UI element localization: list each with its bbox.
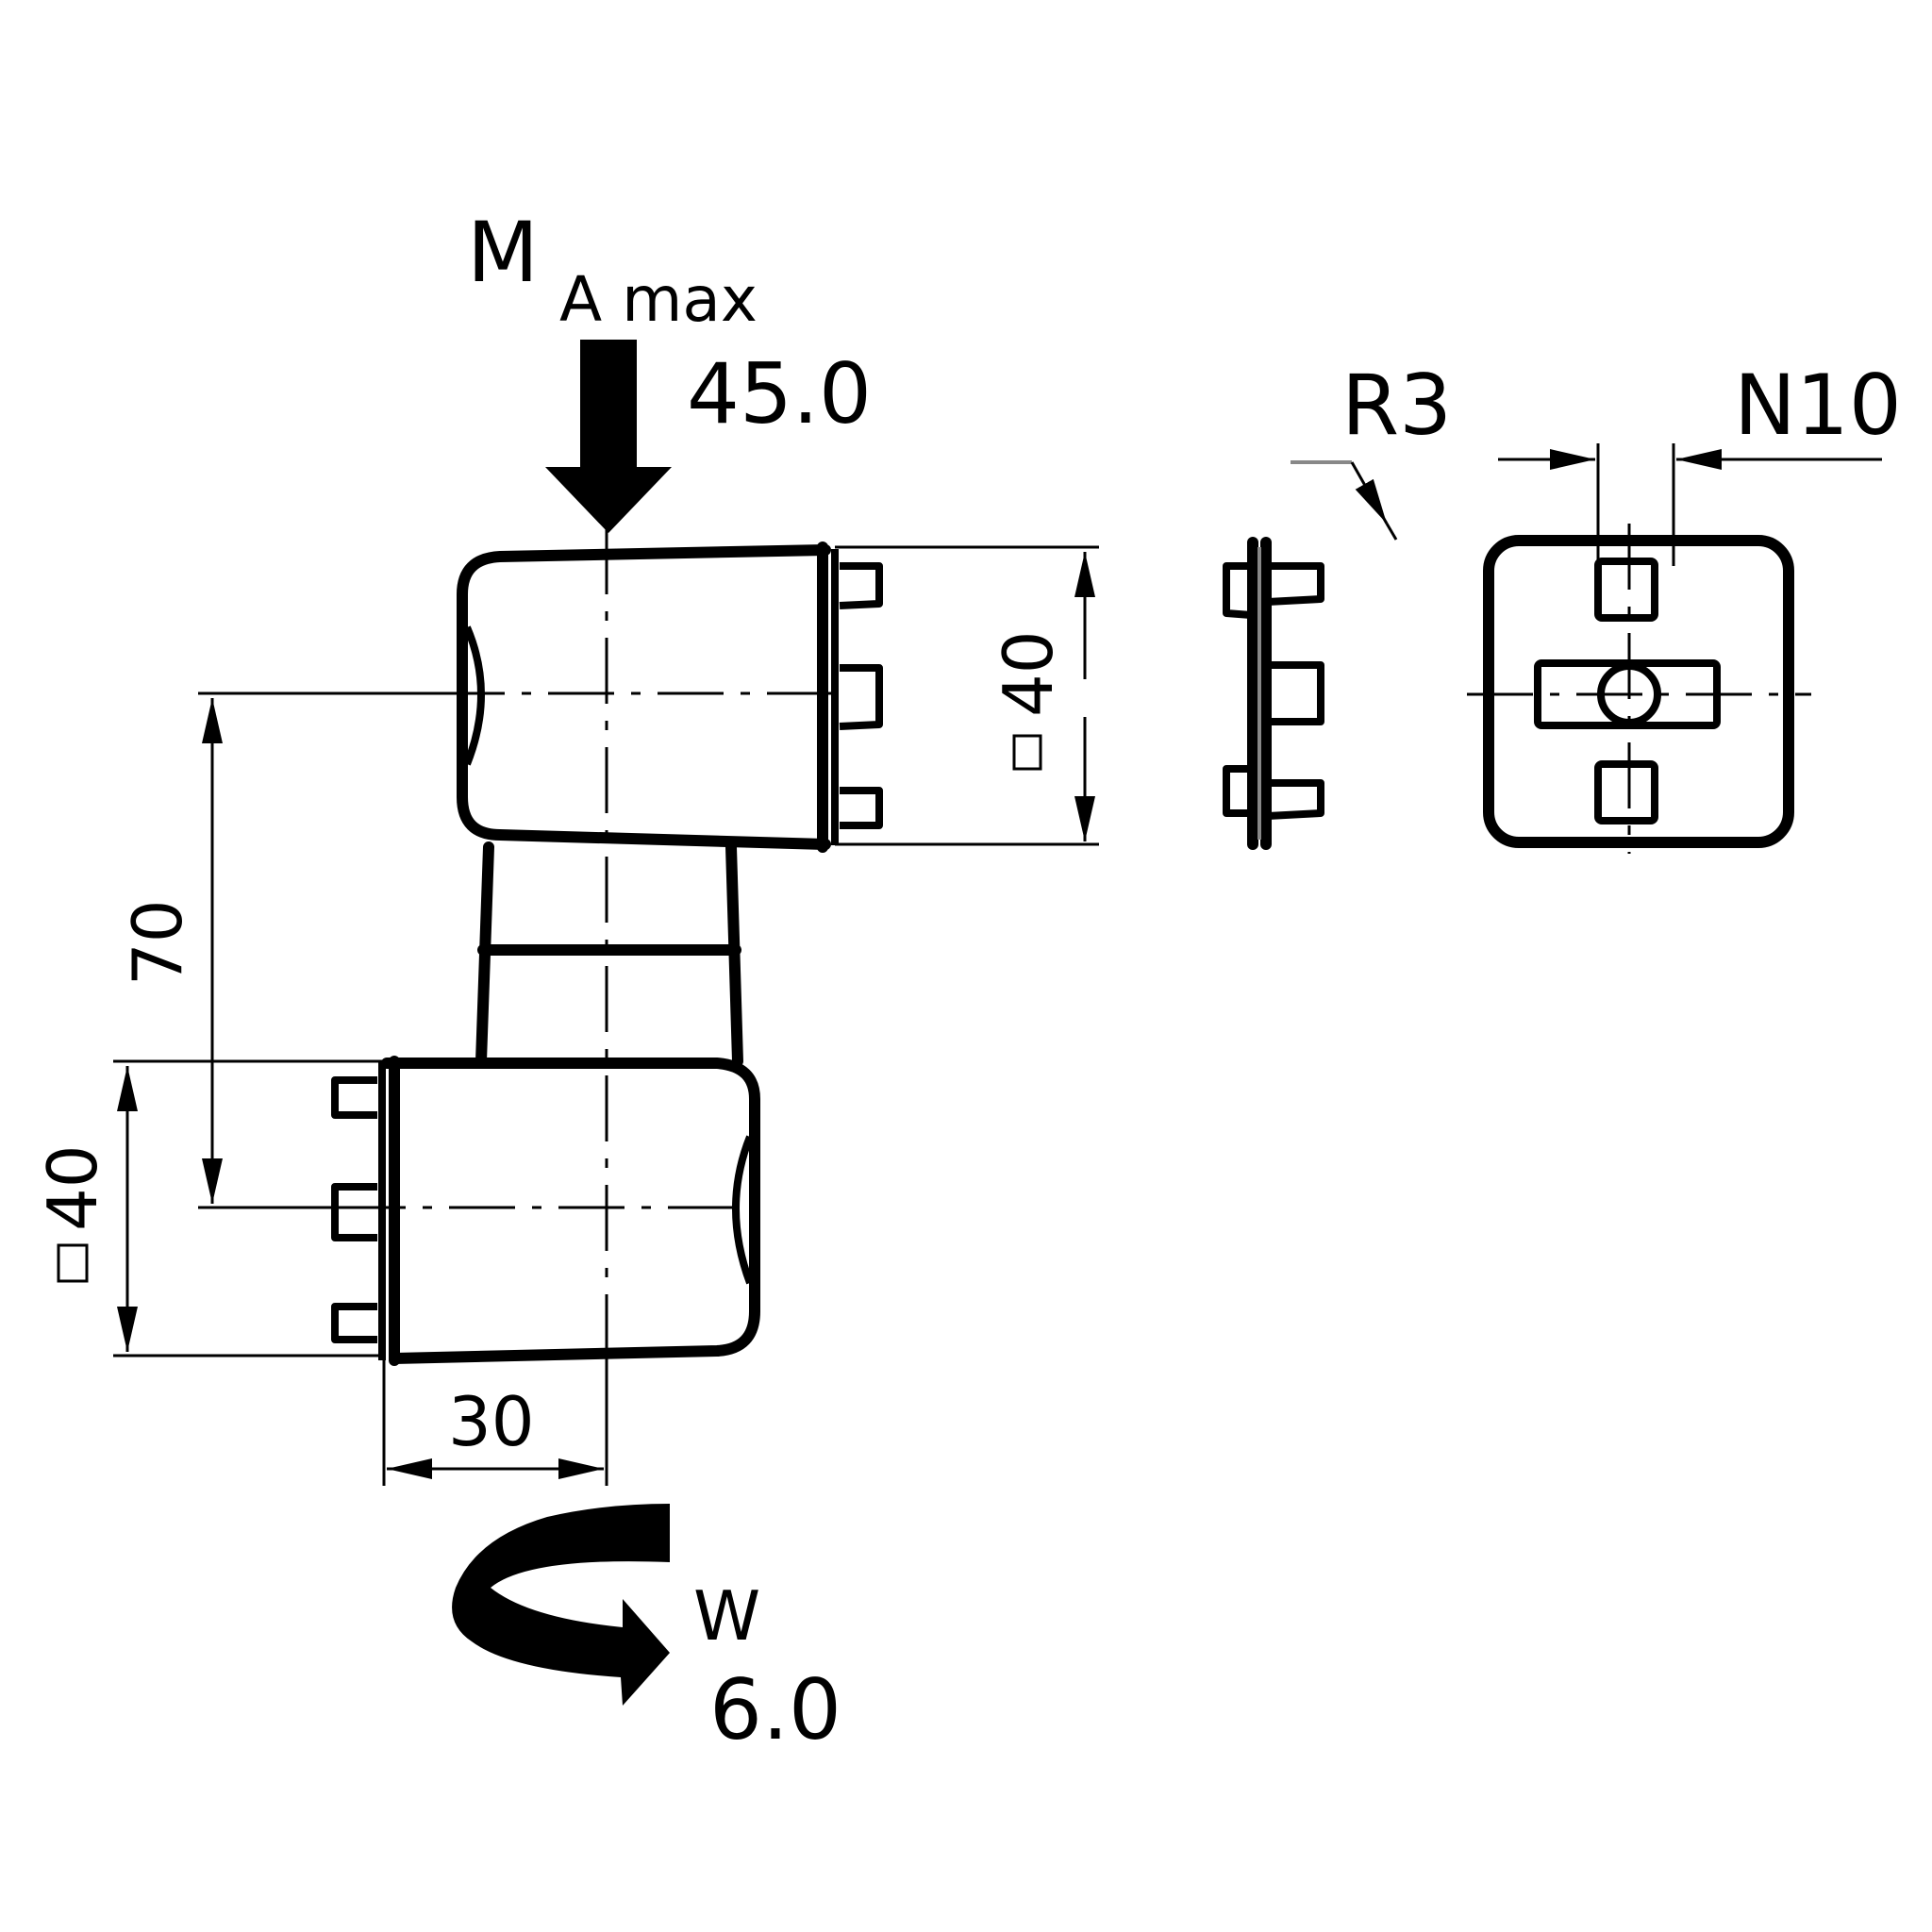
load-subscript: A max <box>559 263 758 336</box>
dimension-upper-square: 40 <box>835 545 1099 846</box>
upper-square-value: 40 <box>989 630 1068 717</box>
torque-value: 6.0 <box>709 1661 841 1758</box>
load-value: 45.0 <box>687 345 872 442</box>
corner-radius-value: R3 <box>1341 357 1452 454</box>
dimension-lower-square: 40 <box>33 1059 382 1357</box>
center-distance-value: 70 <box>118 899 197 986</box>
center-lines <box>340 528 849 1368</box>
slot-width-value: N10 <box>1734 357 1902 454</box>
dimension-offset: 30 <box>382 1358 608 1486</box>
offset-value: 30 <box>448 1382 535 1461</box>
load-symbol: M <box>467 204 539 301</box>
square-symbol-icon <box>1012 734 1042 771</box>
end-view-square <box>1467 524 1811 854</box>
side-view-plate <box>1223 537 1324 850</box>
load-indicator: M A max 45.0 <box>467 204 872 533</box>
lower-square-value: 40 <box>33 1144 112 1231</box>
lower-clamp-body <box>331 1056 760 1366</box>
square-symbol-icon <box>57 1243 89 1283</box>
torque-symbol: W <box>693 1576 760 1656</box>
neck <box>475 841 743 1067</box>
upper-clamp-body <box>457 541 883 853</box>
dimension-center-distance: 70 <box>118 691 453 1209</box>
load-arrow-icon <box>545 340 672 533</box>
torque-indicator: W 6.0 <box>452 1504 841 1758</box>
dimension-slot-width: N10 <box>1498 357 1902 566</box>
rotation-arrow-icon <box>452 1504 670 1706</box>
dimension-corner-radius: R3 <box>1291 357 1452 541</box>
